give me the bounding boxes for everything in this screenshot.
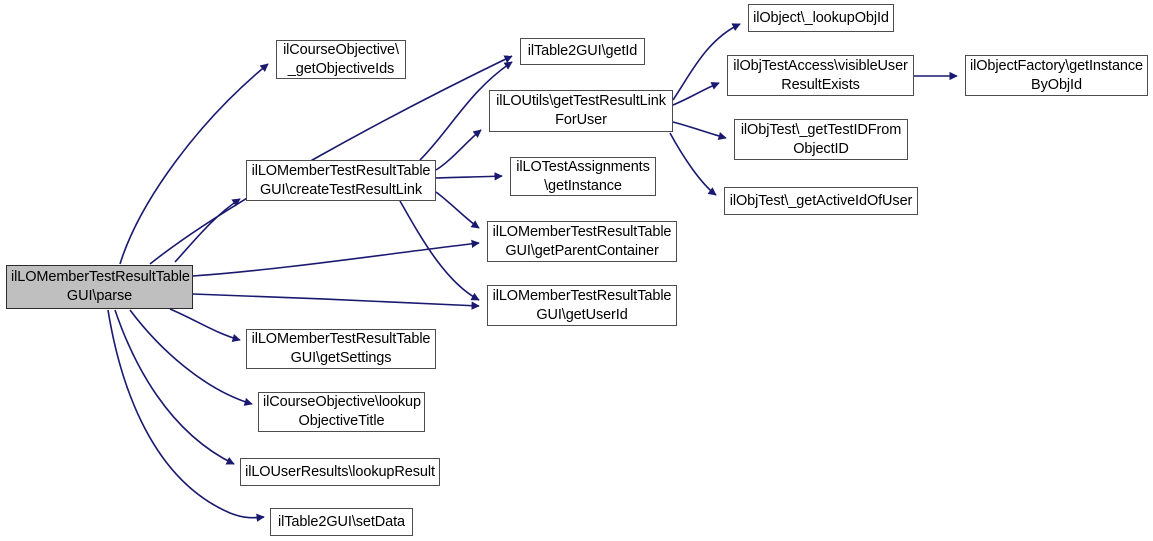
- graph-node-getObjectiveIds[interactable]: ilCourseObjective\ _getObjectiveIds: [276, 40, 406, 79]
- graph-node-label: ilLOMemberTestResultTable GUI\parse: [11, 269, 190, 304]
- graph-node-lookupObjId[interactable]: ilObject\_lookupObjId: [748, 4, 894, 32]
- graph-node-getId[interactable]: ilTable2GUI\getId: [520, 38, 645, 65]
- graph-node-lookupResult[interactable]: ilLOUserResults\lookupResult: [240, 458, 440, 486]
- graph-node-getInstance[interactable]: ilLOTestAssignments \getInstance: [510, 157, 656, 196]
- graph-node-getActiveIdOfUser[interactable]: ilObjTest\_getActiveIdOfUser: [724, 187, 918, 215]
- graph-node-label: ilLOMemberTestResultTable GUI\getParentC…: [492, 223, 672, 259]
- graph-edge-createTestResultLink-to-getParentContainer: [435, 191, 480, 229]
- graph-node-label: ilTable2GUI\setData: [277, 513, 406, 530]
- graph-edge-parse-to-setData: [107, 309, 265, 522]
- graph-edge-createTestResultLink-to-getUserId: [399, 200, 480, 301]
- graph-edge-createTestResultLink-to-getInstance: [435, 172, 503, 181]
- graph-node-getTestIDFromObjectID[interactable]: ilObjTest\_getTestIDFrom ObjectID: [734, 119, 908, 160]
- graph-edge-parse-to-lookupResult: [114, 309, 235, 465]
- graph-edge-getTestResultLinkForUser-to-getTestIDFromObjectID: [672, 121, 727, 141]
- graph-node-label: ilObjTest\_getTestIDFrom ObjectID: [740, 121, 902, 157]
- graph-edge-parse-to-getUserId: [192, 293, 480, 310]
- graph-node-label: ilObjectFactory\getInstance ByObjId: [970, 57, 1143, 93]
- graph-node-label: ilLOUserResults\lookupResult: [245, 463, 435, 480]
- graph-node-createTestResultLink[interactable]: ilLOMemberTestResultTable GUI\createTest…: [246, 160, 436, 201]
- graph-node-lookupObjectiveTitle[interactable]: ilCourseObjective\lookup ObjectiveTitle: [258, 392, 425, 432]
- graph-node-setData[interactable]: ilTable2GUI\setData: [270, 508, 413, 536]
- graph-node-label: ilLOTestAssignments \getInstance: [516, 158, 650, 194]
- graph-node-label: ilCourseObjective\lookup ObjectiveTitle: [263, 394, 421, 429]
- graph-edge-getTestResultLinkForUser-to-visibleUserResultExists: [672, 82, 720, 106]
- graph-node-label: ilObjTest\_getActiveIdOfUser: [729, 192, 913, 209]
- graph-node-label: ilLOMemberTestResultTable GUI\getSetting…: [251, 331, 431, 366]
- graph-node-visibleUserResultExists[interactable]: ilObjTestAccess\visibleUser ResultExists: [727, 55, 914, 96]
- graph-node-getTestResultLinkForUser[interactable]: ilLOUtils\getTestResultLink ForUser: [489, 90, 673, 132]
- graph-node-label: ilLOUtils\getTestResultLink ForUser: [496, 93, 666, 128]
- graph-node-label: ilCourseObjective\ _getObjectiveIds: [283, 41, 399, 77]
- graph-node-getInstanceByObjId[interactable]: ilObjectFactory\getInstance ByObjId: [965, 55, 1148, 96]
- graph-node-getParentContainer[interactable]: ilLOMemberTestResultTable GUI\getParentC…: [487, 221, 677, 262]
- graph-edge-getTestResultLinkForUser-to-getActiveIdOfUser: [669, 132, 717, 196]
- graph-edge-parse-to-getParentContainer: [192, 239, 480, 277]
- graph-node-getSettings[interactable]: ilLOMemberTestResultTable GUI\getSetting…: [246, 329, 436, 369]
- graph-node-label: ilLOMemberTestResultTable GUI\getUserId: [492, 287, 672, 323]
- graph-node-label: ilObject\_lookupObjId: [753, 9, 889, 26]
- graph-node-parse[interactable]: ilLOMemberTestResultTable GUI\parse: [6, 265, 193, 309]
- graph-node-label: ilTable2GUI\getId: [527, 43, 638, 60]
- graph-edge-parse-to-getSettings: [169, 308, 241, 342]
- graph-edge-parse-to-createTestResultLink: [174, 198, 241, 263]
- graph-edge-parse-to-lookupObjectiveTitle: [129, 309, 253, 406]
- graph-node-getUserId[interactable]: ilLOMemberTestResultTable GUI\getUserId: [487, 285, 677, 326]
- graph-edge-createTestResultLink-to-getTestResultLinkForUser: [435, 129, 482, 171]
- graph-node-label: ilObjTestAccess\visibleUser ResultExists: [733, 57, 908, 93]
- graph-node-label: ilLOMemberTestResultTable GUI\createTest…: [251, 162, 431, 198]
